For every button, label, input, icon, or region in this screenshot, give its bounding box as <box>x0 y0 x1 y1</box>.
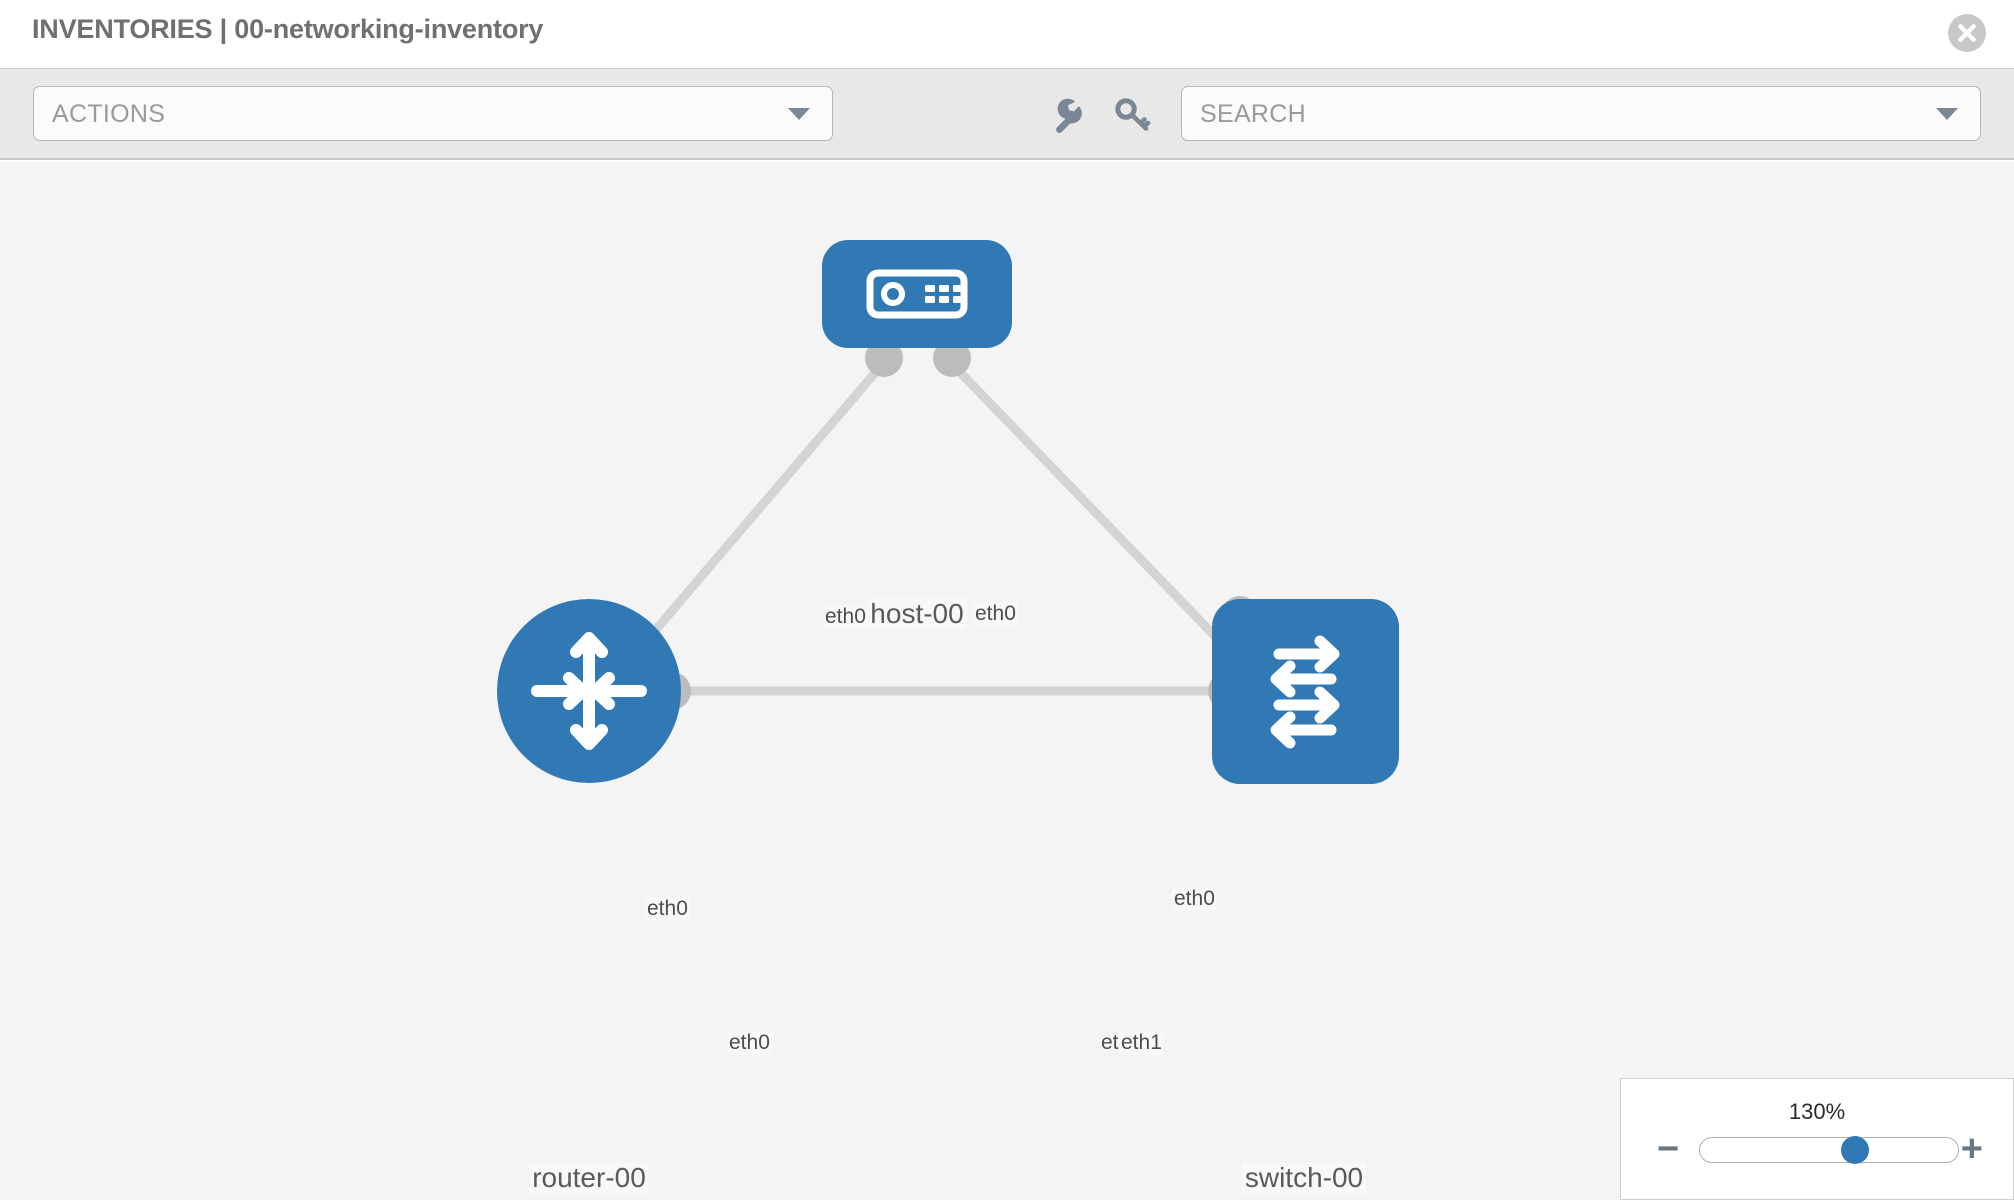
topology-node-router-00 <box>497 599 681 783</box>
iface-label: eth0 <box>823 605 868 629</box>
link-host-switch <box>950 362 1243 665</box>
key-icon[interactable] <box>1113 95 1153 135</box>
zoom-out-button[interactable]: − <box>1657 1128 1680 1170</box>
link-host-router <box>625 362 885 665</box>
zoom-level-value: 130% <box>1788 1099 1846 1124</box>
wrench-icon[interactable] <box>1046 95 1086 135</box>
close-icon[interactable] <box>1948 14 1986 52</box>
topology-node-switch-00 <box>1212 599 1399 784</box>
node-label-host-00: host-00 <box>867 598 967 630</box>
chevron-down-icon[interactable] <box>1936 107 1958 120</box>
node-label-switch-00: switch-00 <box>1241 1162 1367 1194</box>
iface-label: eth0 <box>973 602 1018 626</box>
nub-host-right <box>933 339 971 377</box>
search-placeholder: SEARCH <box>1200 100 1306 128</box>
actions-dropdown-label: ACTIONS <box>52 100 166 128</box>
iface-label: eth0 <box>645 897 690 921</box>
page-title: INVENTORIES | 00-networking-inventory <box>32 14 544 44</box>
iface-label: eth1 <box>1119 1031 1164 1055</box>
topology-canvas[interactable]: eth0 eth0 eth0 eth0 eth0 eth0 eth1 host-… <box>0 162 2014 1200</box>
search-input[interactable]: SEARCH <box>1181 86 1981 141</box>
iface-label: eth0 <box>1172 887 1217 911</box>
toolbar: ACTIONS SEARCH <box>0 68 2014 160</box>
topology-node-host-00 <box>822 240 1012 348</box>
zoom-control-panel: 130% − + <box>1620 1078 2014 1200</box>
chevron-down-icon <box>788 107 810 120</box>
node-label-router-00: router-00 <box>529 1162 649 1194</box>
iface-label: eth0 <box>727 1031 772 1055</box>
zoom-slider-track[interactable] <box>1699 1136 1959 1164</box>
actions-dropdown[interactable]: ACTIONS <box>33 86 833 141</box>
zoom-in-button[interactable]: + <box>1960 1128 1983 1170</box>
nub-host-left <box>865 339 903 377</box>
topology-links <box>625 362 1243 696</box>
window-header: INVENTORIES | 00-networking-inventory <box>0 0 2014 68</box>
zoom-slider-thumb[interactable] <box>1840 1136 1869 1164</box>
